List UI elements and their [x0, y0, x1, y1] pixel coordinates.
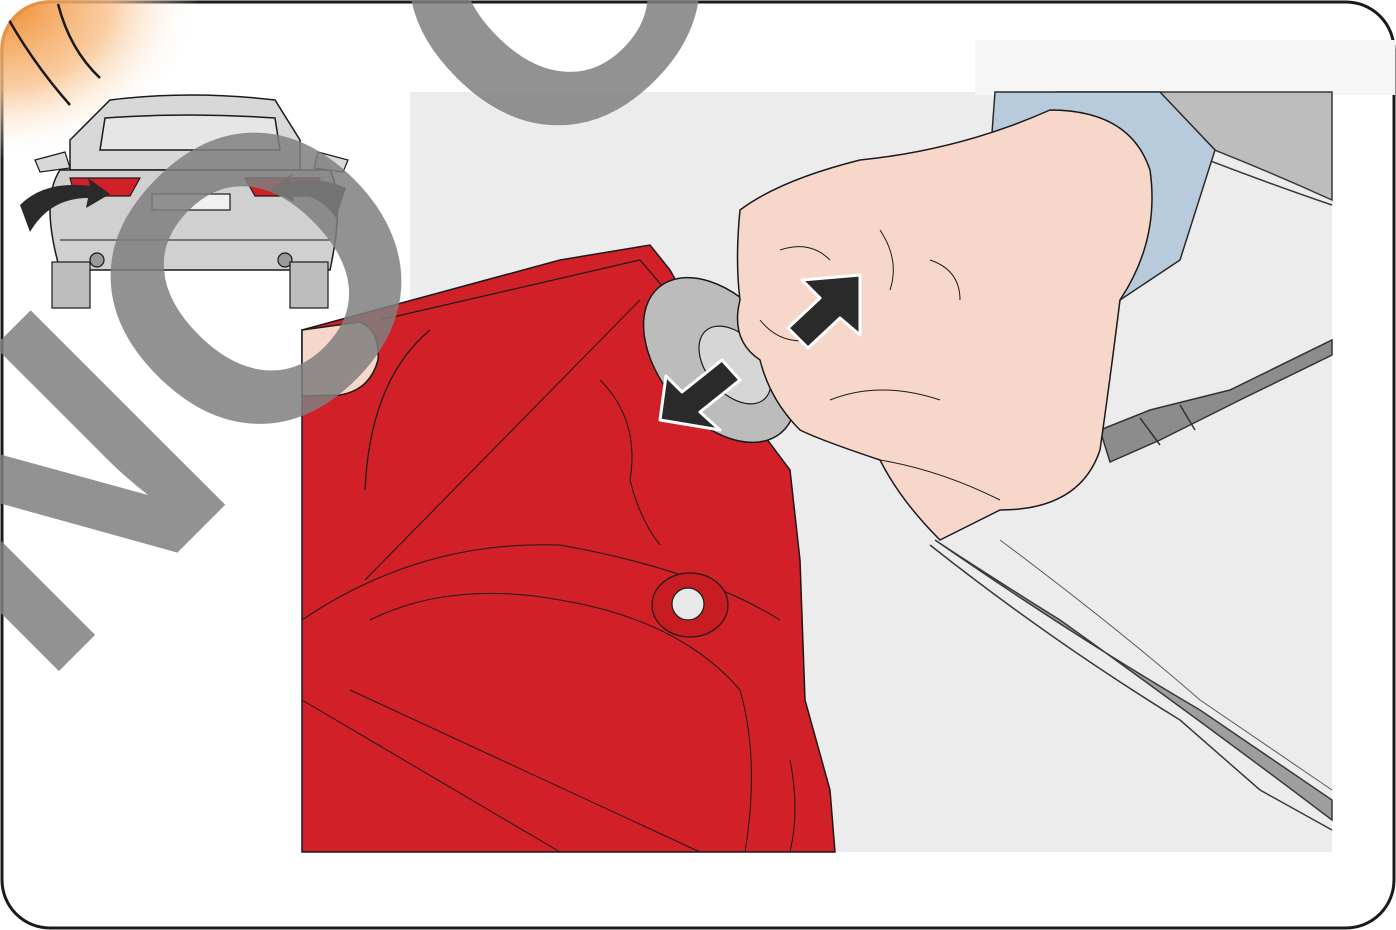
background-strip [975, 40, 1395, 95]
